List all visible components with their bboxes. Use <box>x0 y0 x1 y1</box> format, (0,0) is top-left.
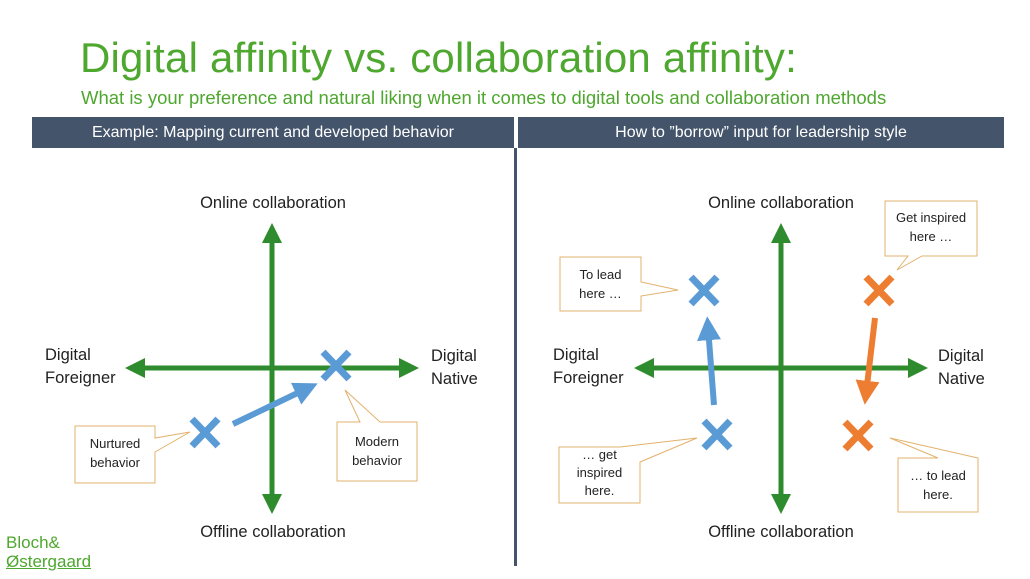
getinspired2-callout-line-1: … get <box>582 447 617 462</box>
nurtured-callout-line-2: behavior <box>90 455 140 470</box>
logo-line-2: Østergaard <box>6 552 92 571</box>
panel-divider <box>514 148 517 566</box>
nurtured-callout-line-1: Nurtured <box>89 436 141 451</box>
page-title: Digital affinity vs. collaboration affin… <box>80 34 797 81</box>
modern-callout-line-1: Modern <box>354 434 400 449</box>
tolead-callout-line-2: here … <box>579 286 622 301</box>
tolead2-callout-box <box>889 437 979 513</box>
modern-callout-line-2: behavior <box>352 453 402 468</box>
getinspired2-callout-line-2: inspired <box>576 465 623 480</box>
company-logo: Bloch& Østergaard <box>6 533 91 571</box>
right-orange-bottom-marker <box>842 419 874 452</box>
left-axis-top-label: Online collaboration <box>200 194 346 212</box>
right-orange-arrow <box>855 317 880 405</box>
right-blue-arrow <box>697 316 721 406</box>
modern-behavior-marker <box>320 349 352 382</box>
getinspired-callout-line-2: here … <box>909 229 953 244</box>
tolead2-callout-line-1: … to lead <box>910 468 966 483</box>
left-axis-left-label-2: Foreigner <box>45 369 116 387</box>
nurtured-callout-box <box>74 425 191 484</box>
right-blue-bottom-marker <box>701 418 733 451</box>
getinspired-callout-box <box>884 200 978 271</box>
getinspired2-callout-line-3: here. <box>584 483 615 498</box>
page-subtitle: What is your preference and natural liki… <box>81 87 887 108</box>
nurtured-behavior-marker <box>189 416 221 449</box>
modern-callout-box <box>336 389 418 482</box>
tolead2-callout-line-2: here. <box>923 487 953 502</box>
left-axis-left-label-1: Digital <box>45 346 91 364</box>
right-axis-left-label-2: Foreigner <box>553 369 624 387</box>
getinspired-callout-line-1: Get inspired <box>895 210 967 225</box>
left-axis-right-label-1: Digital <box>431 347 477 365</box>
right-axis-left-label-1: Digital <box>553 346 599 364</box>
left-axis-right-label-2: Native <box>431 370 478 388</box>
logo-line-1: Bloch& <box>6 533 60 552</box>
right-axis-right-label-2: Native <box>938 370 985 388</box>
right-blue-top-marker <box>688 274 720 307</box>
tolead-callout-line-1: To lead <box>579 267 622 282</box>
development-arrow <box>231 382 318 427</box>
right-orange-top-marker <box>863 274 895 307</box>
left-axis-bottom-label: Offline collaboration <box>200 523 346 541</box>
right-axes <box>634 223 928 514</box>
getinspired2-callout-box <box>558 437 698 504</box>
right-axis-bottom-label: Offline collaboration <box>708 523 854 541</box>
right-axis-top-label: Online collaboration <box>708 194 854 212</box>
right-axis-right-label-1: Digital <box>938 347 984 365</box>
right-panel-heading: How to ”borrow” input for leadership sty… <box>518 117 1004 148</box>
left-panel-heading: Example: Mapping current and developed b… <box>32 117 514 148</box>
tolead-callout-box <box>559 256 679 312</box>
